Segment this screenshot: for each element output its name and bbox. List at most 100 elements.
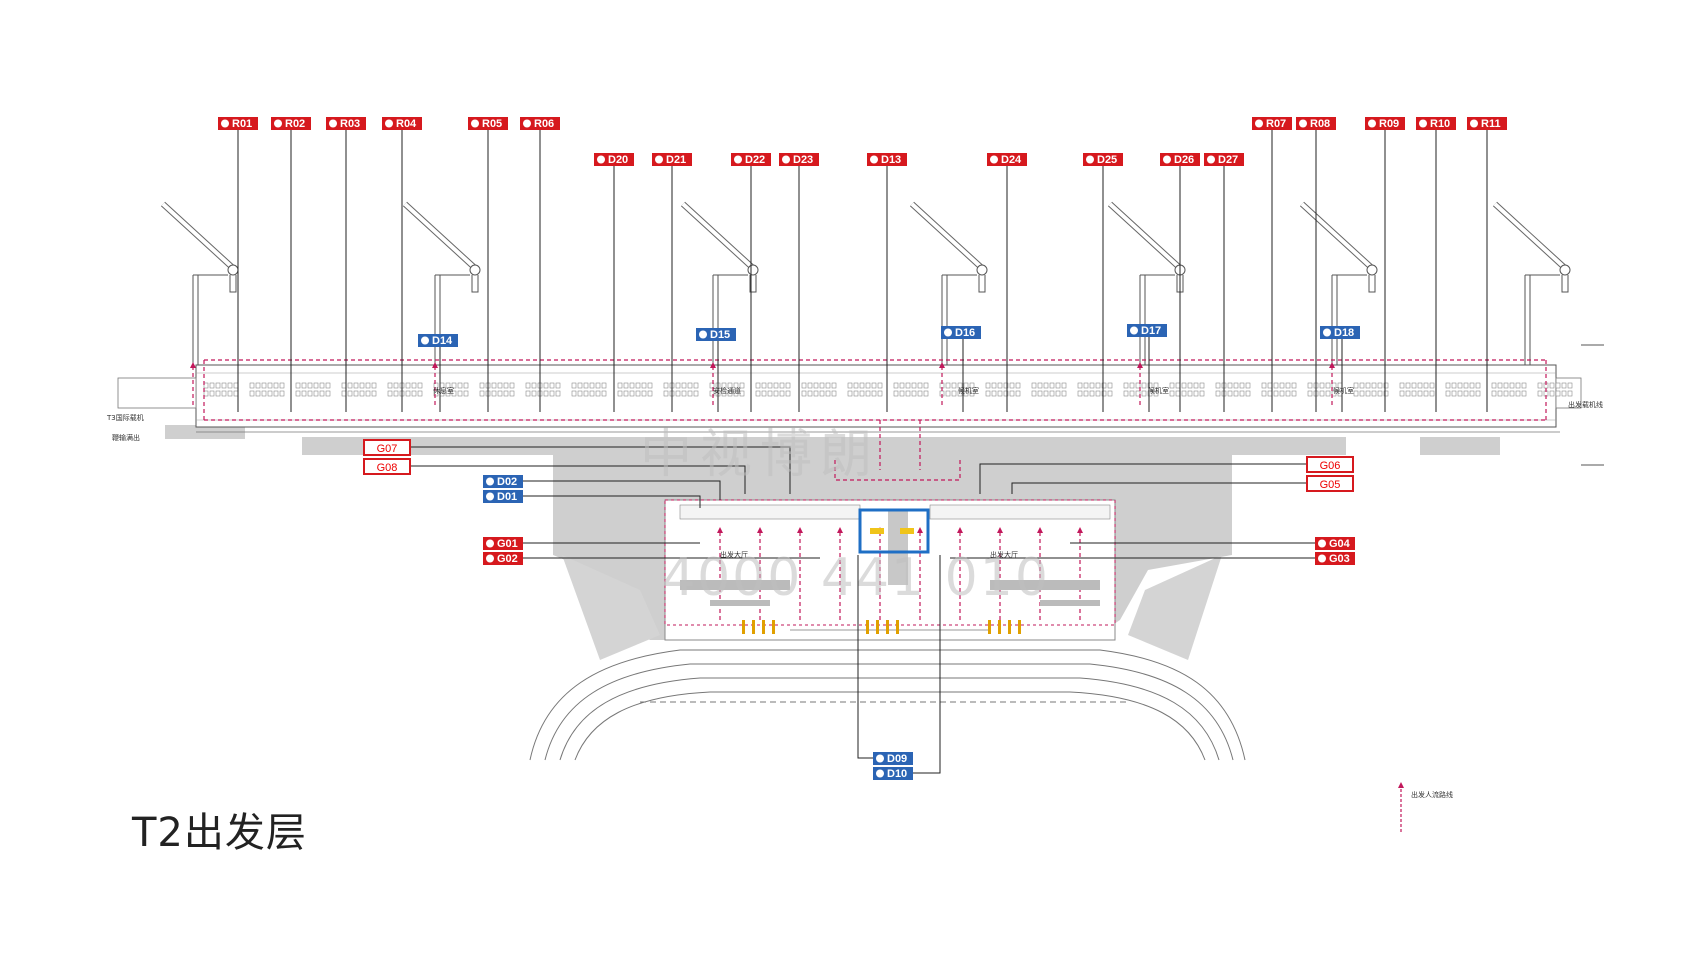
pier-label-5: 候机室 xyxy=(1333,386,1354,395)
seat-block xyxy=(1445,382,1481,397)
label-r10: R10 xyxy=(1416,117,1456,130)
bollard xyxy=(988,620,991,634)
jet-bridge xyxy=(1492,201,1571,365)
number-badge-icon xyxy=(1323,328,1331,337)
seat-block xyxy=(1169,382,1205,397)
number-badge-icon xyxy=(329,119,337,128)
seat-block xyxy=(801,382,837,397)
label-d22: D22 xyxy=(731,153,771,166)
label-g08: G08 xyxy=(363,458,411,475)
seat-block xyxy=(295,382,331,397)
watermark-line2: 4000 441 010 xyxy=(662,548,1050,608)
label-text: D18 xyxy=(1334,327,1354,339)
label-text: G04 xyxy=(1329,538,1351,550)
label-text: R06 xyxy=(534,118,554,130)
number-badge-icon xyxy=(1299,119,1307,128)
bollard xyxy=(876,620,879,634)
highlight-box xyxy=(858,508,930,554)
bollard xyxy=(896,620,899,634)
seat-block xyxy=(1123,382,1159,397)
number-badge-icon xyxy=(1207,155,1215,164)
label-d23: D23 xyxy=(779,153,819,166)
label-r01: R01 xyxy=(218,117,258,130)
number-badge-icon xyxy=(990,155,998,164)
label-text: D25 xyxy=(1097,154,1117,166)
label-text: D23 xyxy=(793,154,813,166)
bollard xyxy=(762,620,765,634)
label-text: R04 xyxy=(396,118,417,130)
label-d10: D10 xyxy=(873,767,913,780)
bollard xyxy=(772,620,775,634)
seat-block xyxy=(1353,382,1389,397)
number-badge-icon xyxy=(1419,119,1427,128)
bollard xyxy=(866,620,869,634)
seat-block xyxy=(433,382,469,397)
t3-label-a: T3国际载机 xyxy=(106,413,144,422)
seat-block xyxy=(985,382,1021,397)
number-badge-icon xyxy=(274,119,282,128)
label-text: D26 xyxy=(1174,154,1194,166)
label-d01: D01 xyxy=(483,490,523,503)
label-r09: R09 xyxy=(1365,117,1405,130)
number-badge-icon xyxy=(385,119,393,128)
watermark-line1: 中视博朗 xyxy=(640,425,881,485)
label-text: D01 xyxy=(497,491,517,503)
seat-block xyxy=(939,382,975,397)
label-r03: R03 xyxy=(326,117,366,130)
seat-block xyxy=(755,382,791,397)
seat-block xyxy=(479,382,515,397)
label-d13: D13 xyxy=(867,153,907,166)
number-badge-icon xyxy=(523,119,531,128)
roadway xyxy=(529,649,1246,761)
seat-block xyxy=(1261,382,1297,397)
label-text: D20 xyxy=(608,154,628,166)
label-g04: G04 xyxy=(1315,537,1355,550)
number-badge-icon xyxy=(876,769,884,778)
label-text: G05 xyxy=(1320,479,1341,491)
label-g05: G05 xyxy=(1306,475,1354,492)
label-d09: D09 xyxy=(873,752,913,765)
hall-label-left: 出发大厅 xyxy=(720,550,748,559)
number-badge-icon xyxy=(1318,554,1326,563)
entry-bollards xyxy=(742,620,1021,634)
number-badge-icon xyxy=(944,328,952,337)
pier-label-2: 安检通道 xyxy=(713,386,741,395)
label-text: D27 xyxy=(1218,154,1238,166)
label-text: G07 xyxy=(377,443,398,455)
seat-block xyxy=(1031,382,1067,397)
bollard xyxy=(886,620,889,634)
label-d18: D18 xyxy=(1320,326,1360,339)
label-text: R11 xyxy=(1481,118,1501,130)
jet-bridge xyxy=(1299,201,1378,365)
label-d25: D25 xyxy=(1083,153,1123,166)
number-badge-icon xyxy=(221,119,229,128)
label-r02: R02 xyxy=(271,117,311,130)
number-badge-icon xyxy=(655,155,663,164)
seat-block xyxy=(847,382,883,397)
label-text: R03 xyxy=(340,118,360,130)
label-text: D16 xyxy=(955,327,975,339)
label-text: R05 xyxy=(482,118,502,130)
label-r04: R04 xyxy=(382,117,422,130)
seat-block xyxy=(1537,382,1573,397)
right-label: 出发载机线 xyxy=(1568,400,1603,409)
jet-bridge xyxy=(909,201,988,365)
number-badge-icon xyxy=(782,155,790,164)
highlight-marker-fill-2 xyxy=(900,528,914,534)
label-text: R10 xyxy=(1430,118,1450,130)
seat-block xyxy=(1491,382,1527,397)
number-badge-icon xyxy=(734,155,742,164)
bollard xyxy=(752,620,755,634)
number-badge-icon xyxy=(471,119,479,128)
label-text: R09 xyxy=(1379,118,1399,130)
label-text: R08 xyxy=(1310,118,1330,130)
label-d20: D20 xyxy=(594,153,634,166)
bollard xyxy=(998,620,1001,634)
seat-block xyxy=(893,382,929,397)
page-title: T2出发层 xyxy=(132,810,307,856)
label-text: G06 xyxy=(1320,460,1341,472)
label-d26: D26 xyxy=(1160,153,1200,166)
label-d15: D15 xyxy=(696,328,736,341)
